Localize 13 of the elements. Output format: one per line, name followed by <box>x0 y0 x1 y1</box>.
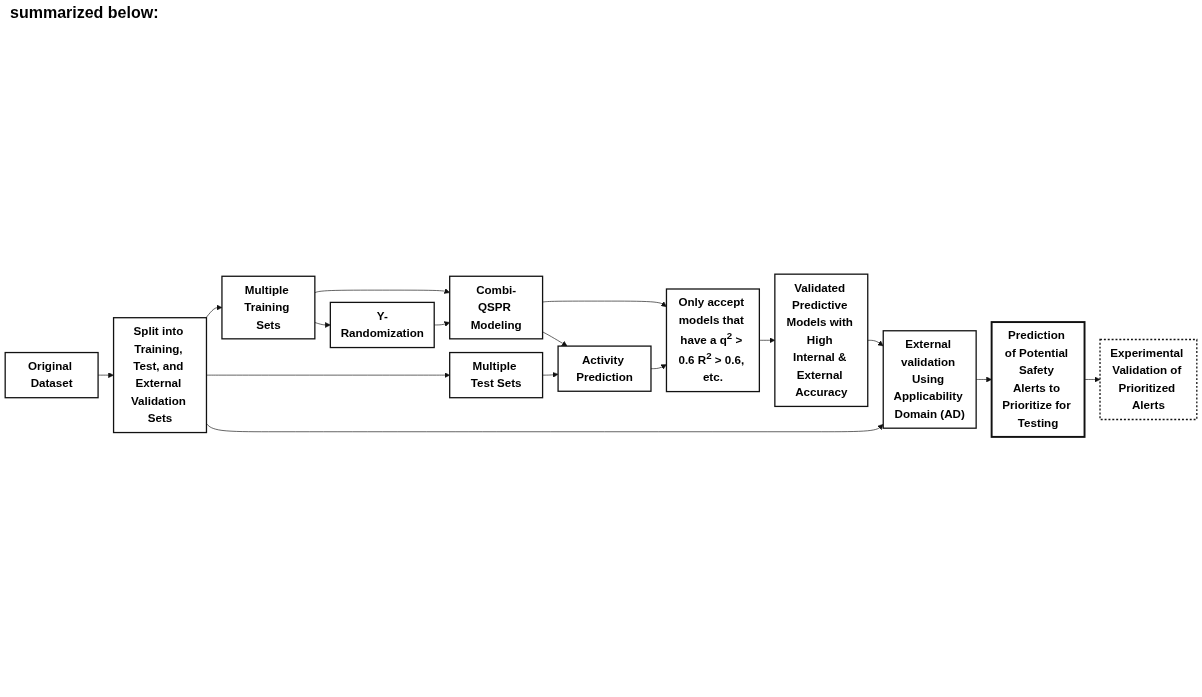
node-box: Experimental Validation of Prioritized Alerts <box>1099 339 1198 421</box>
node-box: Combi-QSPR Modeling <box>449 276 544 340</box>
note-text: summarized below: <box>10 4 159 21</box>
node-box: Prediction of Potential Safety Alerts to Prioritize for Testing <box>990 321 1086 439</box>
node-box: Y-Randomization <box>329 302 435 349</box>
node-box: Multiple Training Sets <box>221 276 316 340</box>
node-box: Split into Training, Test, and External Validation Sets <box>112 317 208 434</box>
node-box: Only accept models that have a q$^{2}$ > 0.6 R$^{2}$ > 0.6, etc. <box>665 288 760 393</box>
node-box: Activity Prediction <box>557 345 652 393</box>
node-box: External validation Using Applicability Domain (AD) <box>882 330 977 430</box>
node-box: Original Dataset <box>4 352 99 399</box>
node-box: Validated Predictive Models with High Internal & External Accuracy <box>774 274 869 408</box>
node-box: Multiple Test Sets <box>449 352 544 399</box>
